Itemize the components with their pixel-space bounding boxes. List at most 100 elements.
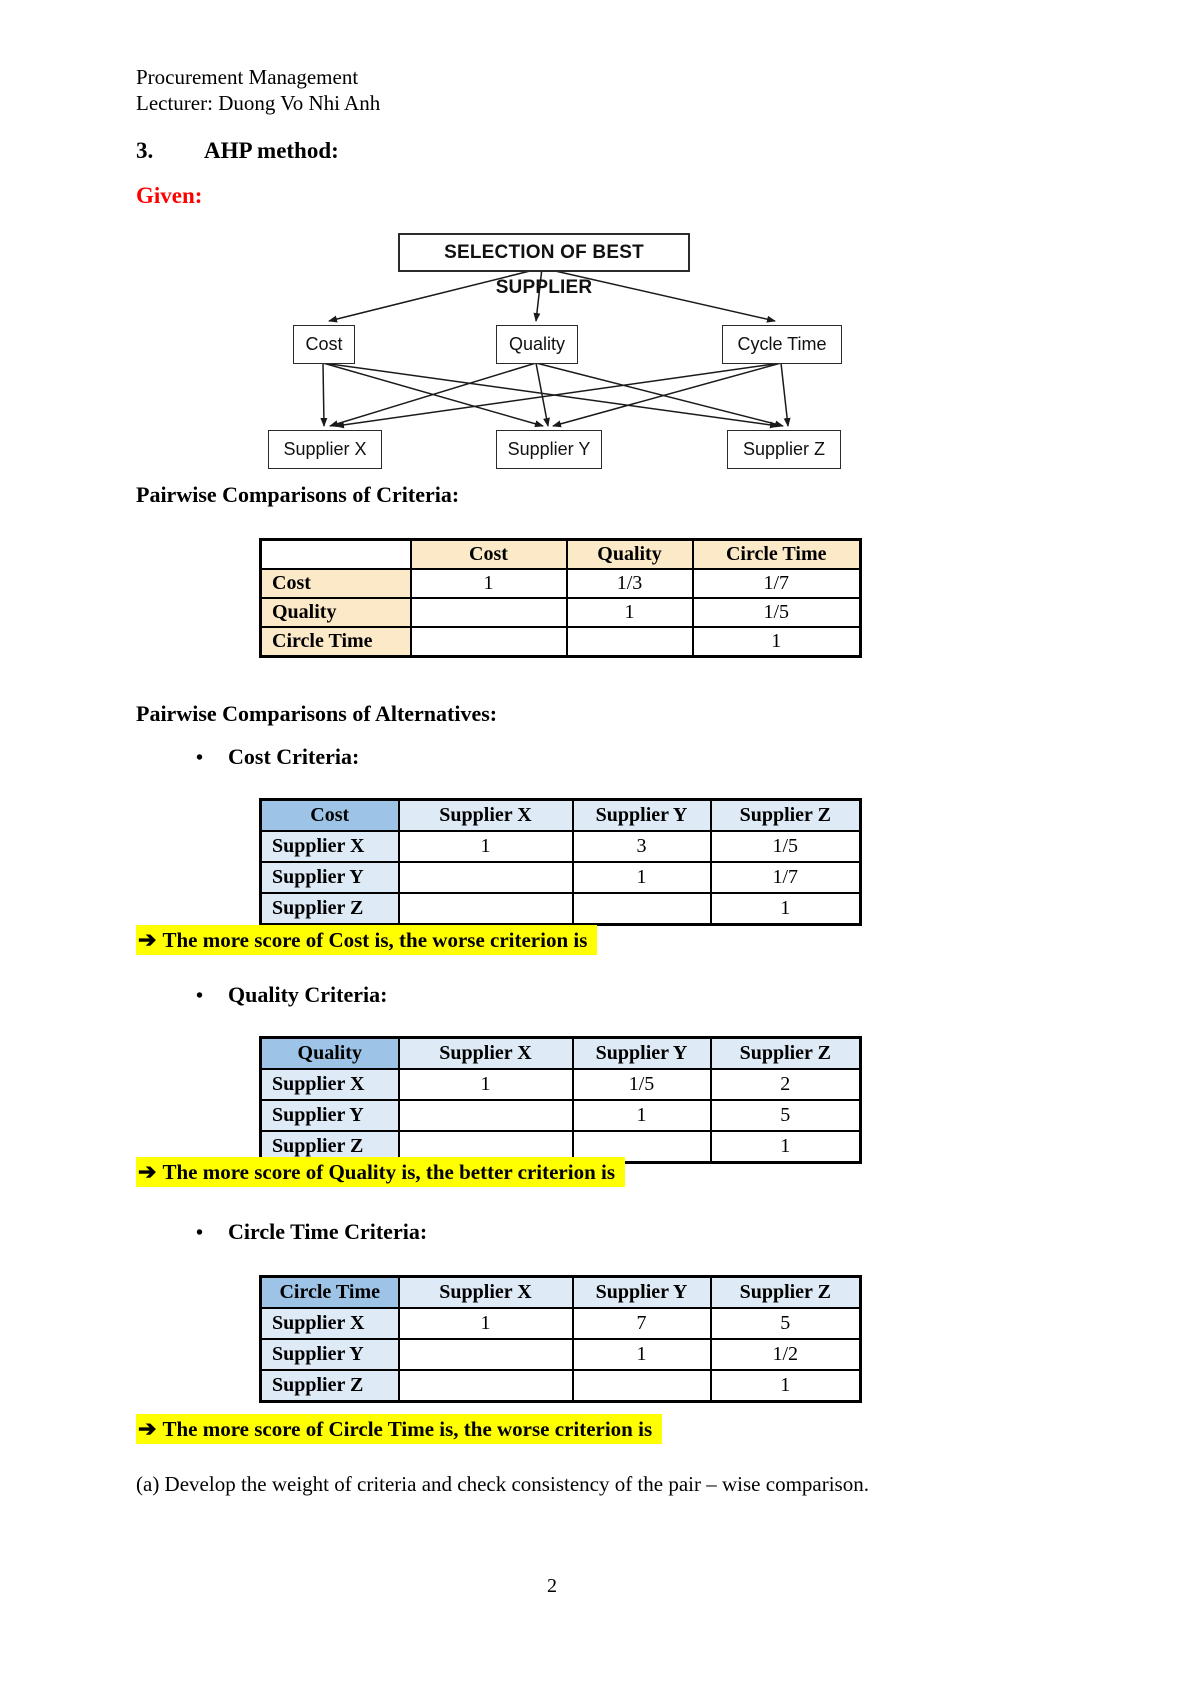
table-row: Supplier Y 1 5 xyxy=(259,1099,862,1132)
bullet-cost-criteria: • Cost Criteria: xyxy=(196,744,359,770)
row-label: Supplier X xyxy=(259,1068,400,1101)
ahp-hierarchy-diagram: SELECTION OF BEST SUPPLIER Cost Quality … xyxy=(0,225,1200,480)
cell xyxy=(565,626,694,658)
criterion-box-quality: Quality xyxy=(496,325,578,364)
corner-cell: Circle Time xyxy=(259,1275,400,1309)
cell: 1 xyxy=(709,892,862,926)
note-cost: ➔The more score of Cost is, the worse cr… xyxy=(136,925,598,955)
table-row: Supplier Y 1 1/2 xyxy=(259,1338,862,1371)
bullet-quality-criteria: •Quality Criteria: xyxy=(196,982,387,1008)
table-row: Supplier X 1 3 1/5 xyxy=(259,830,862,863)
note-text: The more score of Circle Time is, the wo… xyxy=(162,1417,653,1441)
table-row: Cost 1 1/3 1/7 xyxy=(259,568,862,599)
cell: 1/5 xyxy=(571,1068,712,1101)
alternative-box-supplier-z: Supplier Z xyxy=(727,430,841,469)
column-header: Supplier X xyxy=(397,798,574,832)
cell: 3 xyxy=(571,830,712,863)
cell xyxy=(397,1369,574,1403)
table-row: Supplier Y 1 1/7 xyxy=(259,861,862,894)
row-label: Supplier Z xyxy=(259,892,400,926)
cell: 1 xyxy=(397,1307,574,1340)
row-label: Supplier X xyxy=(259,830,400,863)
section-heading: 3.AHP method: xyxy=(136,138,339,164)
cell: 1 xyxy=(709,1369,862,1403)
cell: 2 xyxy=(709,1068,862,1101)
column-header: Supplier Y xyxy=(571,1275,712,1309)
cell: 1/2 xyxy=(709,1338,862,1371)
note-text: The more score of Cost is, the worse cri… xyxy=(162,928,588,952)
table-row: Quality 1 1/5 xyxy=(259,597,862,628)
column-header: Cost xyxy=(409,538,568,570)
cell xyxy=(397,1099,574,1132)
column-header: Supplier Z xyxy=(709,798,862,832)
cell: 1/7 xyxy=(691,568,862,599)
row-label: Supplier X xyxy=(259,1307,400,1340)
criteria-comparison-table: Cost Quality Circle Time Cost 1 1/3 1/7 … xyxy=(259,538,862,658)
bullet-label: Cost Criteria: xyxy=(228,744,360,769)
corner-cell: Quality xyxy=(259,1036,400,1070)
alternative-box-supplier-x: Supplier X xyxy=(268,430,382,469)
cell xyxy=(397,892,574,926)
column-header: Supplier Z xyxy=(709,1036,862,1070)
task-question: (a) Develop the weight of criteria and c… xyxy=(136,1472,869,1496)
course-title: Procurement Management xyxy=(136,65,359,89)
row-label: Supplier Y xyxy=(259,861,400,894)
criterion-box-cost: Cost xyxy=(293,325,355,364)
cell: 1 xyxy=(571,1099,712,1132)
bullet-marker: • xyxy=(196,1222,204,1244)
note-text: The more score of Quality is, the better… xyxy=(162,1160,616,1184)
cell: 1/7 xyxy=(709,861,862,894)
row-label: Cost xyxy=(259,568,412,599)
column-header: Supplier Y xyxy=(571,1036,712,1070)
arrow-icon: ➔ xyxy=(138,1159,157,1184)
cell: 1 xyxy=(571,861,712,894)
alternatives-section-heading: Pairwise Comparisons of Alternatives: xyxy=(136,701,498,726)
criterion-box-cycle-time: Cycle Time xyxy=(722,325,842,364)
criteria-section-heading: Pairwise Comparisons of Criteria: xyxy=(136,482,460,507)
cell: 7 xyxy=(571,1307,712,1340)
cell xyxy=(397,1338,574,1371)
column-header: Supplier Z xyxy=(709,1275,862,1309)
cell: 1 xyxy=(691,626,862,658)
cell: 1 xyxy=(409,568,568,599)
cell: 1 xyxy=(397,830,574,863)
bullet-circle-time-criteria: •Circle Time Criteria: xyxy=(196,1219,427,1245)
cell: 1 xyxy=(571,1338,712,1371)
bullet-marker: • xyxy=(196,747,204,769)
table-row: Supplier X 1 7 5 xyxy=(259,1307,862,1340)
cell: 1 xyxy=(397,1068,574,1101)
note-quality: ➔The more score of Quality is, the bette… xyxy=(136,1157,626,1187)
page-number: 2 xyxy=(547,1575,557,1597)
cell xyxy=(571,1369,712,1403)
table-header-row: Cost Supplier X Supplier Y Supplier Z xyxy=(259,798,862,832)
row-label: Circle Time xyxy=(259,626,412,658)
cell xyxy=(397,861,574,894)
bullet-marker: • xyxy=(196,985,204,1007)
quality-comparison-table: Quality Supplier X Supplier Y Supplier Z… xyxy=(259,1036,862,1164)
corner-cell xyxy=(259,538,412,570)
cell: 1/3 xyxy=(565,568,694,599)
cell: 1/5 xyxy=(709,830,862,863)
row-label: Supplier Y xyxy=(259,1099,400,1132)
note-circle-time: ➔The more score of Circle Time is, the w… xyxy=(136,1414,663,1444)
section-title: AHP method: xyxy=(204,138,339,163)
row-label: Supplier Z xyxy=(259,1369,400,1403)
table-header-row: Cost Quality Circle Time xyxy=(259,538,862,570)
cell: 1/5 xyxy=(691,597,862,628)
cell xyxy=(409,626,568,658)
goal-box: SELECTION OF BEST SUPPLIER xyxy=(398,233,690,298)
column-header: Supplier Y xyxy=(571,798,712,832)
circle-time-comparison-table: Circle Time Supplier X Supplier Y Suppli… xyxy=(259,1275,862,1403)
corner-cell: Cost xyxy=(259,798,400,832)
table-header-row: Circle Time Supplier X Supplier Y Suppli… xyxy=(259,1275,862,1309)
lecturer-line: Lecturer: Duong Vo Nhi Anh xyxy=(136,91,381,115)
table-row: Circle Time 1 xyxy=(259,626,862,658)
table-row: Supplier Z 1 xyxy=(259,892,862,926)
given-label: Given: xyxy=(136,183,203,208)
table-row: Supplier X 1 1/5 2 xyxy=(259,1068,862,1101)
column-header: Quality xyxy=(565,538,694,570)
hierarchy-arrows xyxy=(320,267,791,429)
column-header: Circle Time xyxy=(691,538,862,570)
cell: 5 xyxy=(709,1099,862,1132)
